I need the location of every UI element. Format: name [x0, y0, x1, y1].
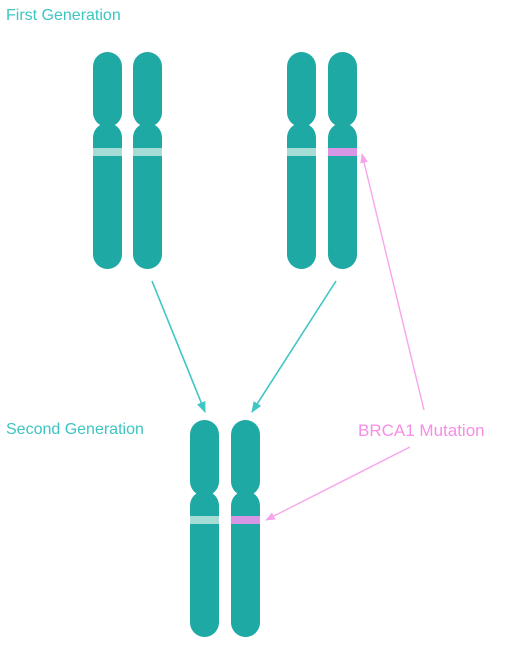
chromosome-normal	[190, 420, 219, 637]
chromosome-mutated	[328, 52, 357, 269]
brca1-mutation-band	[231, 516, 260, 524]
normal-gene-band	[190, 516, 219, 524]
normal-gene-band	[287, 148, 316, 156]
brca1-mutation-band	[328, 148, 357, 156]
normal-gene-band	[133, 148, 162, 156]
first-generation-label: First Generation	[6, 7, 121, 24]
chromosome-normal	[133, 52, 162, 269]
mutation-arrow-parent	[360, 153, 425, 411]
chromosome-pair-parent-1	[93, 52, 162, 269]
chromosome-normal	[93, 52, 122, 269]
second-generation-label: Second Generation	[6, 421, 144, 438]
inheritance-arrow-left	[151, 280, 206, 414]
inheritance-arrow-right	[251, 280, 337, 413]
mutation-arrow-child	[265, 446, 411, 521]
chromosome-normal	[287, 52, 316, 269]
chromosome-pair-parent-2	[287, 52, 357, 269]
normal-gene-band	[93, 148, 122, 156]
chromosome-pair-child	[190, 420, 260, 637]
chromosome-mutated	[231, 420, 260, 637]
brca1-mutation-label: BRCA1 Mutation	[358, 421, 485, 440]
